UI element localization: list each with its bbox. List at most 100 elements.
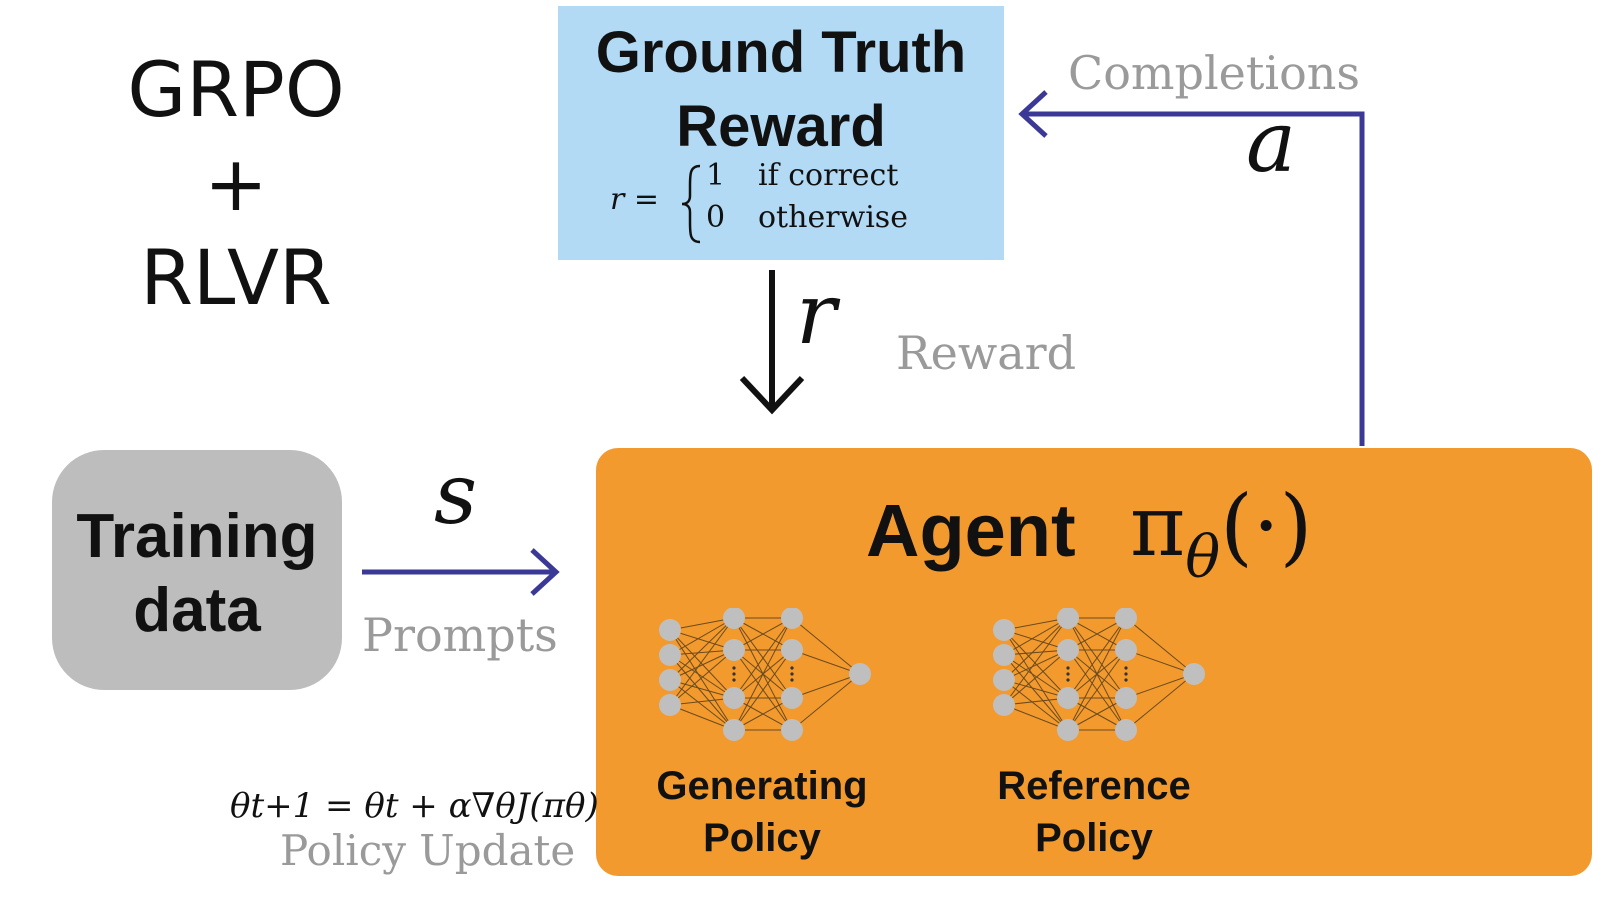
- title-rlvr: RLVR: [140, 233, 332, 322]
- agent-label: Agent: [866, 489, 1076, 572]
- network-node: [993, 669, 1015, 691]
- network-connection: [1003, 679, 1069, 699]
- network-connection: [1003, 617, 1069, 706]
- network-connection: [669, 654, 735, 699]
- network-connection: [669, 629, 735, 651]
- generating-policy-line2: Policy: [703, 816, 821, 860]
- reward-formula-brace: [681, 164, 701, 244]
- network-connection: [1125, 649, 1195, 675]
- agent-policy-symbol: πθ(·): [1130, 484, 1312, 586]
- ground-truth-title-line2: Reward: [676, 94, 886, 159]
- generating-policy-network-icon: [659, 608, 871, 741]
- network-connection: [1067, 617, 1127, 699]
- network-connection: [1003, 704, 1069, 731]
- agent-pi: π: [1130, 477, 1186, 575]
- network-connection: [1003, 654, 1069, 731]
- network-connection: [733, 617, 793, 651]
- network-ellipsis-dot: [732, 678, 736, 682]
- title-grpo: GRPO: [127, 45, 345, 134]
- agent-args: (·): [1220, 477, 1313, 575]
- network-node: [723, 639, 745, 661]
- network-connection: [669, 704, 735, 731]
- agent-theta: θ: [1185, 522, 1221, 591]
- reward-formula-lhs: r =: [610, 182, 660, 217]
- network-connection: [791, 617, 861, 675]
- policy-update-formula: θt+1 = θt + α∇θJ(πθ): [230, 786, 599, 826]
- network-node: [1057, 719, 1079, 741]
- reward-variable: r: [796, 265, 837, 363]
- network-ellipsis-dot: [1124, 678, 1128, 682]
- reference-policy-label: Reference Policy: [954, 760, 1234, 864]
- training-data-label: Training data: [52, 500, 342, 648]
- ground-truth-title: Ground Truth Reward: [558, 16, 1004, 164]
- generating-policy-line1: Generating: [656, 764, 868, 808]
- network-node: [659, 619, 681, 641]
- reward-case2-condition: otherwise: [758, 200, 908, 235]
- network-connection: [669, 617, 735, 706]
- network-connection: [1067, 617, 1127, 731]
- reference-policy-line2: Policy: [1035, 816, 1153, 860]
- network-ellipsis-dot: [732, 666, 736, 670]
- title-plus: +: [204, 139, 268, 228]
- network-connection: [1125, 673, 1195, 731]
- network-connection: [669, 629, 735, 731]
- network-node: [781, 719, 803, 741]
- network-connection: [669, 679, 735, 731]
- network-ellipsis-dot: [732, 672, 736, 676]
- network-node: [1115, 687, 1137, 709]
- completions-arrow: [1018, 90, 1365, 446]
- prompts-label: Prompts: [362, 608, 558, 662]
- reward-label: Reward: [896, 326, 1077, 380]
- network-connection: [1003, 649, 1069, 681]
- network-connection: [1003, 629, 1069, 731]
- network-node: [993, 619, 1015, 641]
- network-node: [659, 669, 681, 691]
- network-connection: [791, 673, 861, 699]
- network-node: [1057, 608, 1079, 629]
- network-connection: [1003, 649, 1069, 706]
- network-connection: [669, 629, 735, 699]
- network-connection: [669, 617, 735, 681]
- ground-truth-reward-box: Ground Truth Reward r = 1 if correct 0 o…: [558, 6, 1004, 260]
- network-connection: [669, 679, 735, 699]
- training-data-box: Training data: [52, 450, 342, 690]
- network-node: [993, 694, 1015, 716]
- network-ellipsis-dot: [790, 672, 794, 676]
- network-ellipsis-dot: [1066, 672, 1070, 676]
- training-data-line1: Training: [76, 502, 318, 571]
- network-node: [1115, 719, 1137, 741]
- reward-arrow: [739, 270, 805, 415]
- network-ellipsis-dot: [1124, 666, 1128, 670]
- network-node: [723, 608, 745, 629]
- network-node: [1183, 663, 1205, 685]
- reward-case1-value: 1: [706, 158, 726, 193]
- network-connection: [733, 649, 793, 731]
- completions-label: Completions: [1068, 46, 1361, 100]
- network-node: [781, 639, 803, 661]
- ground-truth-title-line1: Ground Truth: [595, 20, 967, 85]
- policy-update-label: Policy Update: [280, 826, 576, 875]
- network-connection: [733, 617, 793, 731]
- training-data-line2: data: [133, 576, 261, 645]
- reward-case2-value: 0: [706, 200, 726, 235]
- network-connection: [733, 697, 793, 731]
- prompts-arrow: [362, 548, 560, 596]
- network-connection: [791, 673, 861, 731]
- network-node: [659, 644, 681, 666]
- network-ellipsis-dot: [790, 666, 794, 670]
- network-connection: [1003, 617, 1069, 656]
- network-ellipsis-dot: [1066, 666, 1070, 670]
- network-node: [849, 663, 871, 685]
- network-connection: [1003, 617, 1069, 681]
- network-node: [1115, 639, 1137, 661]
- agent-box: Agent πθ(·) Generating Policy Reference …: [596, 448, 1592, 876]
- network-connection: [1003, 654, 1069, 699]
- reference-policy-line1: Reference: [997, 764, 1191, 808]
- network-node: [781, 608, 803, 629]
- network-connection: [1067, 697, 1127, 731]
- network-connection: [1125, 617, 1195, 675]
- network-connection: [669, 617, 735, 656]
- network-ellipsis-dot: [790, 678, 794, 682]
- network-connection: [1067, 617, 1127, 651]
- network-node: [1057, 639, 1079, 661]
